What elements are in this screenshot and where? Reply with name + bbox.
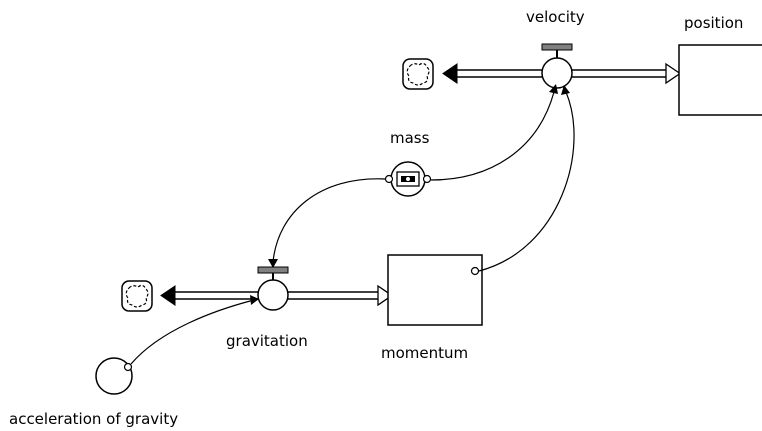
connector-mass-to-gravitation [272,178,386,263]
momentum-stock[interactable] [387,254,483,326]
gravitation-valve[interactable] [257,266,289,311]
connector-mass-to-velocity [430,91,555,181]
connector-momentum-to-velocity [478,91,575,272]
connector-acceleration-to-gravitation-arrowhead [250,295,259,305]
cloud-icon [402,58,434,90]
acceleration-of-gravity-converter[interactable] [95,357,133,395]
gravitation-outflow-arrowhead [160,285,176,306]
connector-mass-to-velocity-arrowhead [549,84,558,94]
momentum-connector-port [470,266,480,276]
acceleration-of-gravity-label: acceleration of gravity [9,410,178,428]
connector-acceleration-to-gravitation [130,299,255,365]
connector-momentum-to-velocity-arrowhead [561,85,570,95]
momentum-label: momentum [381,344,468,362]
cloud-icon [121,280,153,312]
velocity-flow-arrowhead [665,62,682,85]
mass-label: mass [390,129,430,147]
position-label: position [684,14,743,32]
velocity-outflow-arrowhead [442,63,458,84]
gravitation-label: gravitation [226,332,308,350]
gravitation-flow-arrowhead [377,284,394,307]
velocity-valve[interactable] [541,43,573,89]
position-stock[interactable] [678,44,762,116]
mass-converter[interactable] [384,161,432,197]
connector-mass-to-gravitation-arrowhead [268,259,278,268]
velocity-label: velocity [526,8,585,26]
